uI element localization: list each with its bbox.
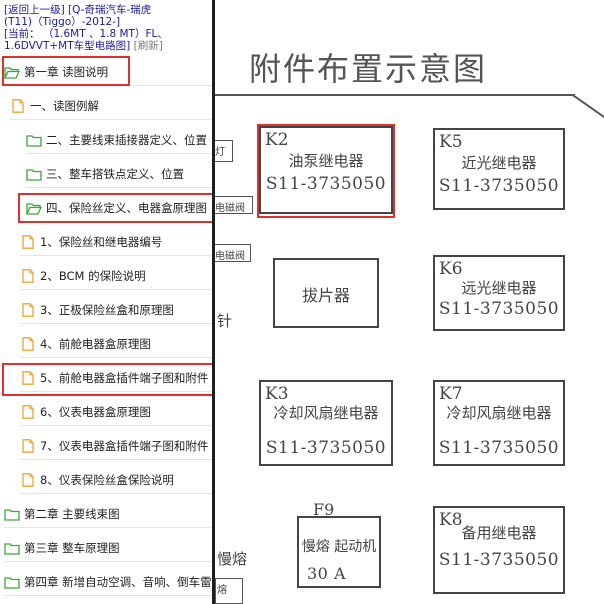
relay-name: 拔片器 [301, 286, 350, 305]
side-label-valve-2: 电磁阀 [215, 244, 251, 262]
page-icon [20, 336, 36, 351]
tree-node-label: 1、保险丝和继电器编号 [40, 234, 163, 249]
tree-node-label: 第一章 读图说明 [24, 64, 109, 79]
tree-node-label: 一、读图例解 [30, 98, 99, 113]
page-icon [20, 404, 36, 419]
tree-node[interactable]: 7、仪表电器盒插件端子图和附件 [20, 432, 212, 460]
folder-icon [4, 575, 20, 589]
relay-k6[interactable]: K6 远光继电器 S11-3735050 [433, 255, 565, 331]
page-icon [10, 98, 26, 113]
page-icon [20, 302, 36, 317]
tree-node-label: 三、整车搭铁点定义、位置 [46, 166, 184, 181]
relay-code: K5 [439, 132, 463, 152]
folder-icon [4, 507, 20, 521]
page-icon [20, 370, 36, 385]
tree-node[interactable]: 三、整车搭铁点定义、位置 [26, 160, 212, 188]
frame-line-diagonal [572, 94, 604, 121]
tree-panel: [返回上一级] [Q-奇瑞汽车-瑞虎 (T11)（Tiggo）-2012-] [… [0, 0, 212, 604]
relay-name: 冷却风扇继电器 [273, 404, 379, 422]
relay-part-no: S11-3735050 [265, 174, 387, 194]
relay-part-no: S11-3735050 [265, 438, 387, 458]
tree-node[interactable]: 二、主要线束插接器定义、位置 [26, 126, 212, 154]
relay-k3[interactable]: K3 冷却风扇继电器 S11-3735050 [259, 380, 393, 466]
fuse-code: F9 [313, 500, 335, 519]
back-link[interactable]: [返回上一级] [4, 4, 65, 16]
relay-code: K6 [439, 259, 463, 279]
folder-icon [26, 167, 42, 181]
tree-node[interactable]: 一、读图例解 [10, 92, 212, 120]
tree-node-label: 第二章 主要线束图 [24, 506, 120, 521]
tree-node-label: 第三章 整车原理图 [24, 540, 120, 555]
folder-open-icon [26, 201, 42, 215]
tree-node[interactable]: 2、BCM 的保险说明 [20, 262, 212, 290]
tree-node-label: 3、正极保险丝盒和原理图 [40, 302, 174, 317]
tree-node-label: 4、前舱电器盒原理图 [40, 336, 151, 351]
current-value: （1.6MT 、1.8 MT）FL、 [42, 28, 168, 40]
tree-header: [返回上一级] [Q-奇瑞汽车-瑞虎 (T11)（Tiggo）-2012-] [… [4, 4, 210, 52]
tree-node[interactable]: 6、仪表电器盒原理图 [20, 398, 212, 426]
tree-node[interactable]: 第二章 主要线束图 [4, 500, 212, 528]
tree-node[interactable]: 8、仪表保险丝盒保险说明 [20, 466, 212, 494]
tree-node-label: 8、仪表保险丝盒保险说明 [40, 472, 174, 487]
tree-node-label: 二、主要线束插接器定义、位置 [46, 132, 207, 147]
page-icon [20, 234, 36, 249]
folder-icon [26, 133, 42, 147]
relay-name: 冷却风扇继电器 [446, 404, 552, 422]
fuse-name: 慢熔 起动机 [301, 539, 377, 555]
relay-code: K2 [265, 130, 289, 150]
folder-open-icon [4, 65, 20, 79]
tree-node-label: 7、仪表电器盒插件端子图和附件 [40, 438, 209, 453]
relay-part-no: S11-3735050 [438, 299, 560, 319]
model-link[interactable]: [Q-奇瑞汽车-瑞虎 [68, 4, 152, 16]
fuse-f9[interactable]: F9 慢熔 起动机 30 A [297, 500, 381, 588]
relay-code: K8 [439, 510, 463, 530]
relay-k5[interactable]: K5 近光继电器 S11-3735050 [433, 128, 565, 210]
tree-node-label: 6、仪表电器盒原理图 [40, 404, 151, 419]
side-text-pin: 针 [217, 312, 233, 330]
page-icon [20, 438, 36, 453]
tree-node-label: 5、前舱电器盒插件端子图和附件 [40, 370, 209, 385]
drawing-view: 附件布置示意图 灯 电磁阀 电磁阀 针 慢熔 熔 K2 油泵继电器 S11-37… [215, 0, 604, 604]
relay-k7[interactable]: K7 冷却风扇继电器 S11-3735050 [433, 380, 565, 466]
tree-node[interactable]: 3、正极保险丝盒和原理图 [20, 296, 212, 324]
side-text-slowfuse: 慢熔 [217, 550, 248, 568]
relay-name: 油泵继电器 [288, 152, 364, 170]
side-label-lamp: 灯 [215, 140, 233, 162]
relay-k8[interactable]: K8 备用继电器 S11-3735050 [433, 506, 565, 594]
frame-line-top [215, 94, 575, 96]
drawing-title: 附件布置示意图 [249, 50, 488, 88]
relay-k2[interactable]: K2 油泵继电器 S11-3735050 [259, 126, 393, 214]
tree-node[interactable]: 四、保险丝定义、电器盒原理图 [26, 194, 212, 222]
relay-code: K3 [265, 384, 289, 404]
relay-name: 备用继电器 [461, 524, 537, 542]
current-label: [当前： [4, 28, 40, 40]
refresh-link[interactable]: [刷新] [133, 40, 163, 52]
side-label-fuse: 熔 [215, 578, 243, 604]
tree-node-label: 2、BCM 的保险说明 [40, 268, 146, 283]
tree-node[interactable]: 5、前舱电器盒插件端子图和附件 [20, 364, 212, 392]
panel-divider[interactable] [212, 0, 215, 604]
tree-node[interactable]: 1、保险丝和继电器编号 [20, 228, 212, 256]
fuse-rating: 30 A [307, 564, 346, 583]
page-icon [20, 472, 36, 487]
current-value-line2: 1.6DVVT+MT车型电路图] [4, 40, 131, 52]
tree-node[interactable]: 第一章 读图说明 [4, 58, 212, 86]
model-link-line2[interactable]: (T11)（Tiggo）-2012-] [4, 16, 121, 28]
tree-node-label: 四、保险丝定义、电器盒原理图 [46, 200, 207, 215]
tree-node[interactable]: 第四章 新增自动空调、音响、倒车雷达 [4, 568, 212, 596]
fuse-puller[interactable]: 拔片器 [273, 258, 379, 328]
relay-part-no: S11-3735050 [438, 176, 560, 196]
relay-name: 近光继电器 [461, 154, 537, 172]
tree-node-label: 第四章 新增自动空调、音响、倒车雷达 [24, 574, 212, 589]
page-icon [20, 268, 36, 283]
side-label-valve-1: 电磁阀 [215, 196, 253, 214]
tree-node[interactable]: 4、前舱电器盒原理图 [20, 330, 212, 358]
relay-part-no: S11-3735050 [438, 550, 560, 570]
relay-name: 远光继电器 [461, 279, 537, 297]
relay-part-no: S11-3735050 [438, 438, 560, 458]
relay-code: K7 [439, 384, 463, 404]
tree-node[interactable]: 第三章 整车原理图 [4, 534, 212, 562]
folder-icon [4, 541, 20, 555]
